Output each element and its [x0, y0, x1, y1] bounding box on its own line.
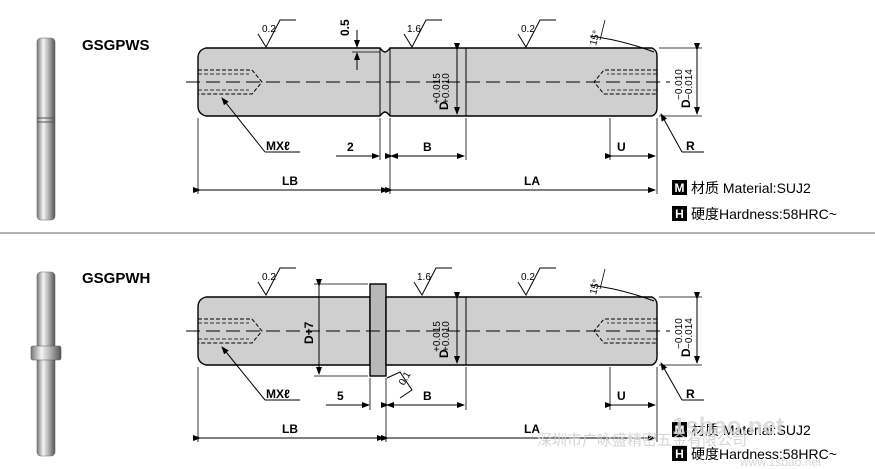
d-tol-upper-top: +0.015 [432, 73, 443, 104]
dim-r-label-bottom: R [686, 387, 695, 401]
dim-2-label: 2 [347, 140, 354, 154]
watermark-company: 深圳市广咏盛精密五金有限公司 [537, 432, 747, 449]
roughness-3-bottom: 0.2 [521, 272, 535, 283]
watermark: 1sbao.net 深圳市广咏盛精密五金有限公司 www.1sbao.net [537, 413, 822, 469]
dim-lb-label-top: LB [282, 174, 298, 188]
dim-b-label-bottom: B [423, 389, 432, 403]
dim-la-label-bottom: LA [524, 422, 540, 436]
dim-b-bottom: B [381, 389, 465, 408]
d-label-right-top: D [679, 99, 693, 108]
shaft-body-top [186, 47, 670, 117]
d-label-b-bottom: D [437, 349, 451, 358]
dim-b-label-top: B [423, 140, 432, 154]
dim-2-top: 2 [336, 140, 404, 159]
shaft-body-bottom [186, 283, 670, 377]
dim-la-top: LA [385, 174, 656, 193]
dia-tolerance-bottom: D −0.010 −0.014 [659, 292, 702, 366]
pin-photo-top [36, 37, 56, 221]
thread-label-top: MXℓ [266, 139, 290, 153]
chamfer-angle-bottom: 15° [588, 268, 655, 302]
d-label-b-top: D [437, 101, 451, 110]
material-block-bottom: M 材质 Material:SUJ2 H 硬度Hardness:58HRC~ [672, 422, 837, 462]
d-tolerance-top: D +0.015 +0.010 [432, 43, 460, 115]
extension-lines-bottom [197, 367, 658, 442]
hardness-badge-letter-top: H [675, 207, 684, 221]
angle-label-bottom: 15° [588, 278, 603, 295]
dim-u-bottom: U [605, 389, 656, 408]
dia-tol-lower-top: −0.014 [684, 69, 695, 100]
d-tol-lower-top: +0.010 [441, 73, 452, 104]
dia-tol-upper-bottom: −0.010 [674, 318, 685, 349]
thread-callout-bottom: MXℓ [221, 346, 300, 401]
dia-tol-lower-bottom: −0.014 [684, 318, 695, 349]
hardness-badge-bottom [672, 446, 687, 461]
bottom-panel: GSGPWH 0.2 1.6 0.2 0.1 D+ [30, 267, 837, 462]
material-badge-top [672, 180, 687, 195]
pin-photo-bottom [30, 271, 62, 457]
hardness-text-top: 硬度Hardness:58HRC~ [691, 206, 837, 222]
watermark-url: www.1sbao.net [739, 455, 822, 469]
watermark-brand: 1sbao.net [672, 413, 784, 440]
d-label-right-bottom: D [679, 348, 693, 357]
d-tol-upper-bottom: +0.015 [432, 321, 443, 352]
roughness-2-top: 1.6 [407, 24, 421, 35]
dia-tolerance-top: D −0.010 −0.014 [659, 43, 702, 117]
dim-b-top: B [385, 140, 465, 159]
thread-callout-top: MXℓ [221, 97, 300, 153]
dim-d7-bottom: D+7 [302, 279, 368, 377]
material-text-top: 材质 Material:SUJ2 [691, 180, 811, 196]
dim-lb-bottom: LB [193, 422, 385, 441]
hardness-text-bottom: 硬度Hardness:58HRC~ [691, 446, 837, 462]
dim-5-label: 5 [337, 389, 344, 403]
chamfer-angle-top: 15° [588, 19, 655, 53]
dim-u-label-bottom: U [617, 389, 626, 403]
roughness-2-bottom: 1.6 [417, 272, 431, 283]
model-title-top: GSGPWS [82, 37, 150, 54]
material-block-top: M 材质 Material:SUJ2 H 硬度Hardness:58HRC~ [672, 180, 837, 222]
model-title-bottom: GSGPWH [82, 270, 150, 287]
material-badge-letter-bottom: M [675, 423, 685, 437]
dim-la-label-top: LA [524, 174, 540, 188]
dia-d7-label: D+7 [302, 321, 316, 344]
groove-width-top: 0.5 [338, 19, 352, 36]
dim-la-bottom: LA [381, 422, 656, 441]
material-badge-bottom [672, 422, 687, 437]
dim-r-label-top: R [686, 139, 695, 153]
hardness-badge-top [672, 206, 687, 221]
dim-r-bottom: R [660, 362, 704, 401]
dim-5-bottom: 5 [326, 389, 400, 408]
thread-label-bottom: MXℓ [266, 387, 290, 401]
dim-r-top: R [660, 113, 704, 153]
hardness-badge-letter-bottom: H [675, 447, 684, 461]
dim-u-top: U [605, 140, 656, 159]
dia-tol-upper-top: −0.010 [674, 69, 685, 100]
material-badge-letter-top: M [675, 181, 685, 195]
d-tolerance-bottom: D +0.015 +0.010 [432, 292, 460, 364]
groove-dim-top: 0.5 [338, 19, 380, 70]
roughness-symbols-top: 0.2 1.6 0.2 [257, 19, 556, 49]
dim-lb-top: LB [193, 174, 389, 193]
dim-u-label-top: U [617, 140, 626, 154]
roughness-3-top: 0.2 [521, 24, 535, 35]
roughness-1-top: 0.2 [262, 24, 276, 35]
material-text-bottom: 材质 Material:SUJ2 [691, 422, 811, 438]
dim-lb-label-bottom: LB [282, 422, 298, 436]
d-tol-lower-bottom: +0.010 [441, 321, 452, 352]
angle-label-top: 15° [588, 29, 603, 46]
top-panel: GSGPWS 0.2 1.6 0.2 [36, 19, 837, 222]
roughness-1-bottom: 0.2 [262, 272, 276, 283]
